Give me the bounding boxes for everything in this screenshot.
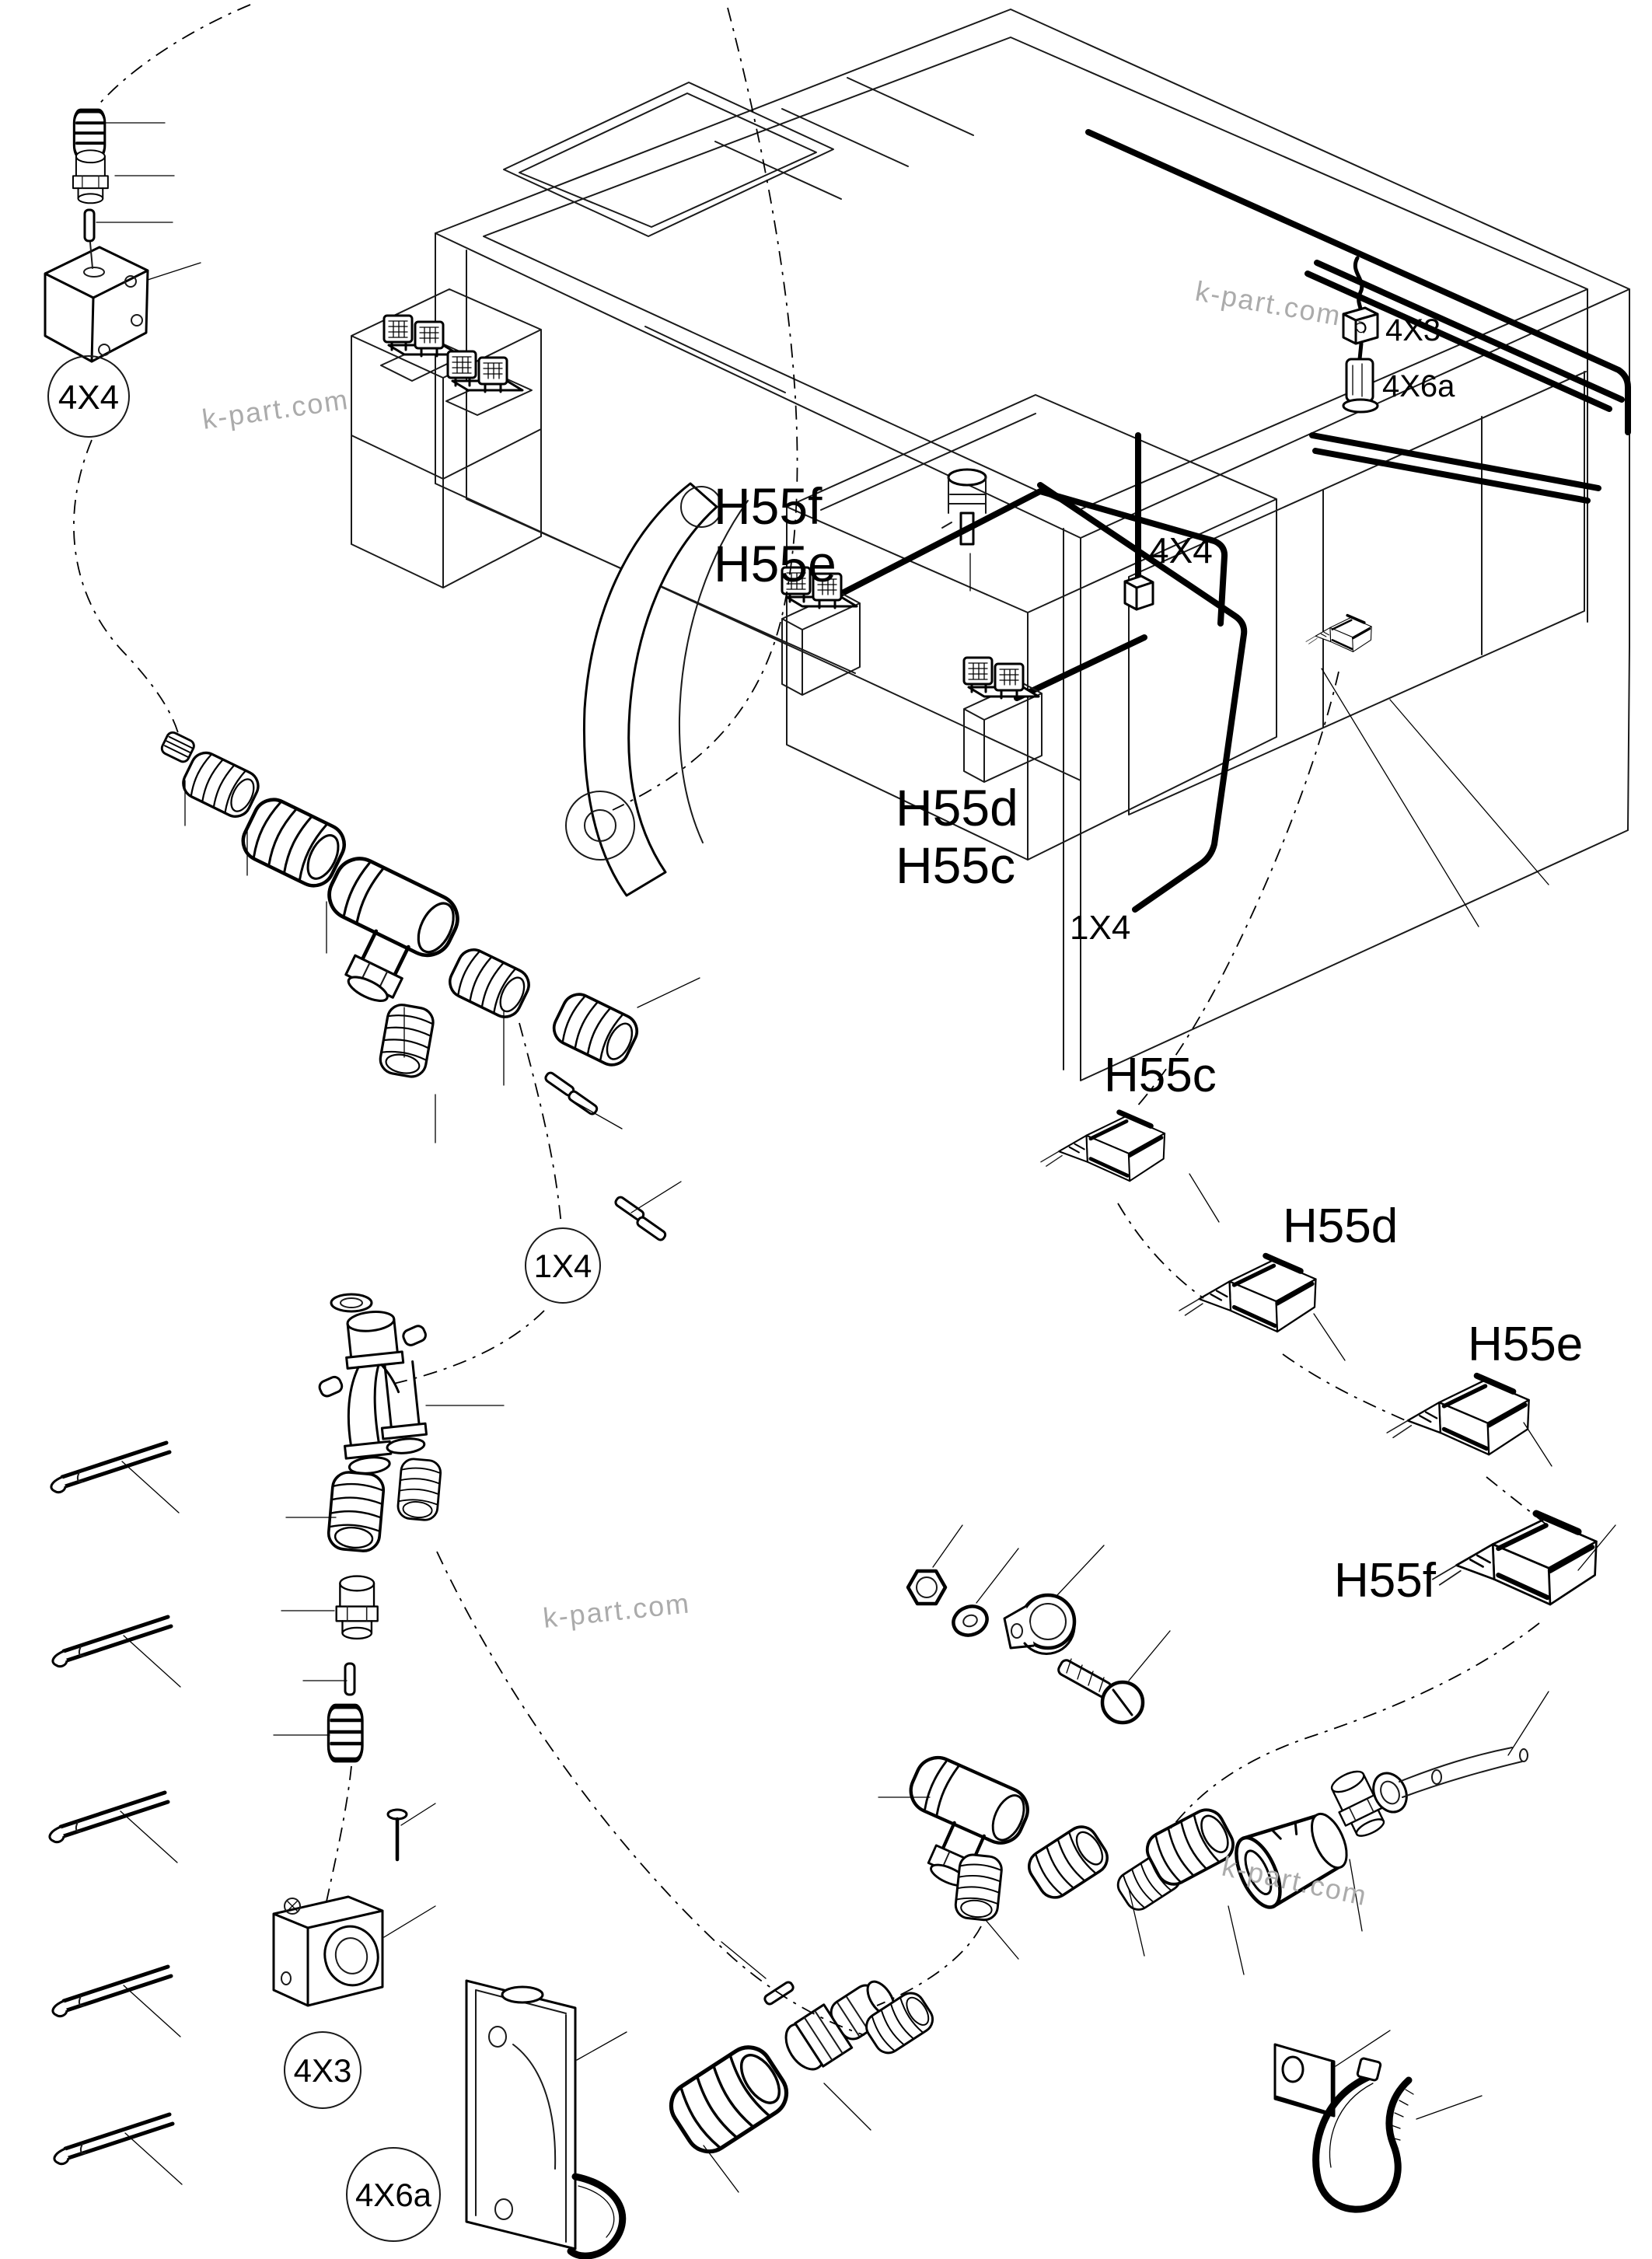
label-h55f-part: H55f: [1334, 1554, 1437, 1608]
callout-4x4: 4X4: [58, 379, 119, 417]
dash-dot-cables: [73, 4, 1548, 2036]
connector-4x4-cube: [1123, 574, 1154, 611]
y-branch-fitting: [318, 1311, 428, 1475]
harness-run-h55dc: [1014, 634, 1147, 701]
boot-y-right: [396, 1457, 443, 1522]
label-h55c-cab: H55c: [896, 836, 1015, 894]
label-4x4-tank: 4X4: [1149, 530, 1213, 571]
leader-lines: [96, 122, 1616, 2193]
pin-center: [344, 1662, 356, 1696]
wiring-harness: [781, 129, 1631, 913]
coupler-with-nut: [784, 1980, 896, 2071]
harness-run-1x4: [1037, 482, 1248, 913]
label-h55e-cab: H55e: [714, 535, 836, 592]
coupler-1: [176, 746, 265, 823]
small-screw: [386, 1808, 408, 1862]
socket-wires: [1399, 1747, 1523, 1798]
cable-5: [54, 2114, 182, 2184]
connector-h55e-part: [1387, 1376, 1529, 1454]
loader-arm: [565, 482, 749, 897]
watermark-bottom-right: k-part.com: [1219, 1850, 1370, 1912]
boot-y-left: [326, 1469, 386, 1554]
harness-drop-4x3: [1353, 256, 1364, 361]
gland-center: [335, 1575, 379, 1640]
boot-below-t2: [953, 1852, 1004, 1922]
callout-circle-4x4: [47, 355, 130, 438]
clamp-bolt-group: [906, 1569, 1145, 1725]
screw: [1057, 1658, 1145, 1725]
label-4x6a: 4X6a: [1382, 369, 1455, 403]
label-h55f-cab: H55f: [714, 477, 823, 535]
battery-boxes: [351, 288, 542, 588]
label-h55c-part: H55c: [1104, 1049, 1217, 1102]
parts-top-left: 4X4: [44, 111, 149, 438]
insert-chain: [159, 729, 197, 765]
callout-4x6a: 4X6a: [355, 2177, 432, 2213]
callout-circle-4x6a: [346, 2147, 441, 2242]
solenoid-4x3-part: 4X3 4X6a: [272, 1895, 441, 2242]
boot-right-of-t2: [1022, 1819, 1115, 1905]
label-1x4: 1X4: [1070, 909, 1130, 947]
pin-a2: [566, 1088, 600, 1117]
boot-bottom-large: [662, 2038, 795, 2160]
callout-circle-1x4: [525, 1227, 601, 1304]
bayonet-socket: [1235, 1812, 1348, 1909]
connector-h55c-part: [1041, 1112, 1165, 1181]
insert-center: [329, 1706, 363, 1760]
callout-1x4: 1X4: [534, 1248, 592, 1284]
y-branch-group: [318, 1293, 443, 1862]
relay-pair-2: [446, 350, 524, 393]
t-fitting-2-group: [881, 1751, 1186, 1922]
pin-b2: [634, 1214, 669, 1243]
connector-h55d-part: [1179, 1256, 1316, 1332]
connector-4x3: [1342, 306, 1379, 345]
bracket-4x6a-part: [465, 1979, 627, 2259]
callout-circle-4x3: [284, 2031, 361, 2109]
harness-run-front: [823, 488, 1228, 627]
callout-4x3: 4X3: [294, 2052, 352, 2089]
washer: [952, 1604, 989, 1637]
harness-sill-pair: [1309, 432, 1601, 504]
cable-1: [51, 1443, 179, 1513]
threaded-ring: [1372, 1772, 1408, 1814]
boot-below-t: [376, 1001, 437, 1081]
cable-2: [53, 1617, 180, 1687]
junction-box-4x4: [44, 242, 149, 363]
bottom-center-chain: [662, 1980, 939, 2160]
relay-pair-1: [382, 314, 460, 358]
pin-top: [83, 208, 96, 243]
connector-h55f-part: [1433, 1514, 1597, 1604]
harness-roof-edge: [1085, 129, 1631, 435]
left-fitting-chain: 1X4: [159, 729, 669, 1304]
lamp-bracket-h55dc: [962, 656, 1043, 783]
boot-right-of-t: [443, 943, 536, 1024]
hex-nut: [906, 1569, 948, 1606]
cable-4: [53, 1967, 180, 2037]
lamp-bracket-h55fe: [781, 566, 861, 696]
label-h55d-cab: H55d: [896, 779, 1018, 836]
watermark-top-right: k-part.com: [1193, 275, 1344, 332]
lamp-socket-group: [1140, 1747, 1528, 1909]
labels: H55f H55e 4X4 4X3 4X6a H55d H55c 1X4 H55…: [714, 313, 1583, 1608]
cable-gland-top: [72, 149, 109, 204]
cable-wires: [50, 1443, 182, 2184]
cab-structure: [435, 9, 1630, 1081]
label-h55d-part: H55d: [1283, 1199, 1398, 1253]
cable-tie: [1312, 2057, 1414, 2213]
connector-4x6a: [1342, 358, 1379, 414]
label-plate: [1273, 2043, 1336, 2118]
p-clamp: [1003, 1593, 1077, 1655]
cable-3: [50, 1793, 177, 1863]
watermark-center-left: k-part.com: [542, 1587, 692, 1634]
boot-with-pins: [547, 987, 644, 1072]
watermark-top-left: k-part.com: [200, 383, 351, 435]
label-4x3: 4X3: [1385, 313, 1441, 347]
connector-cab-right: [1304, 613, 1373, 654]
label-h55e-part: H55e: [1468, 1318, 1583, 1371]
